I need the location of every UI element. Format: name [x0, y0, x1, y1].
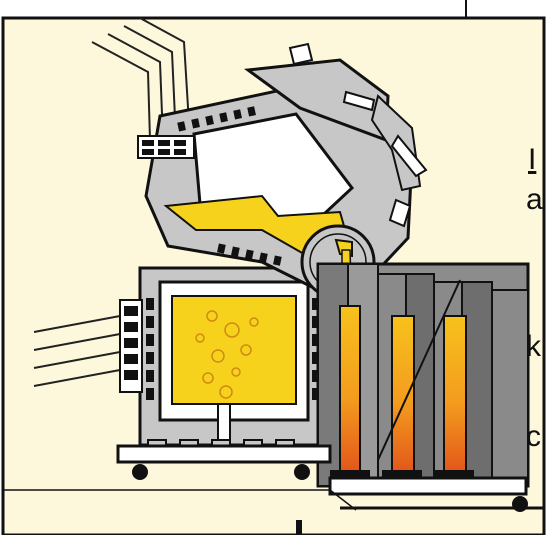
- molten-metal-lower: [172, 296, 296, 404]
- mold-cavity-2: [392, 316, 414, 476]
- mold-cavity-1: [340, 306, 360, 476]
- lower-crucible-furnace: [120, 268, 328, 460]
- cutoff-text-line-4: c: [526, 422, 541, 452]
- lower-terminal-block: [120, 300, 142, 392]
- cutoff-text-line-3: k: [526, 332, 541, 362]
- cutoff-text-line-2: a: [526, 185, 543, 215]
- casting-mold-assembly: [318, 264, 528, 486]
- cutoff-text-line-1: I: [528, 145, 536, 175]
- upper-terminal-block: [138, 136, 194, 158]
- mold-cavity-3: [444, 316, 466, 476]
